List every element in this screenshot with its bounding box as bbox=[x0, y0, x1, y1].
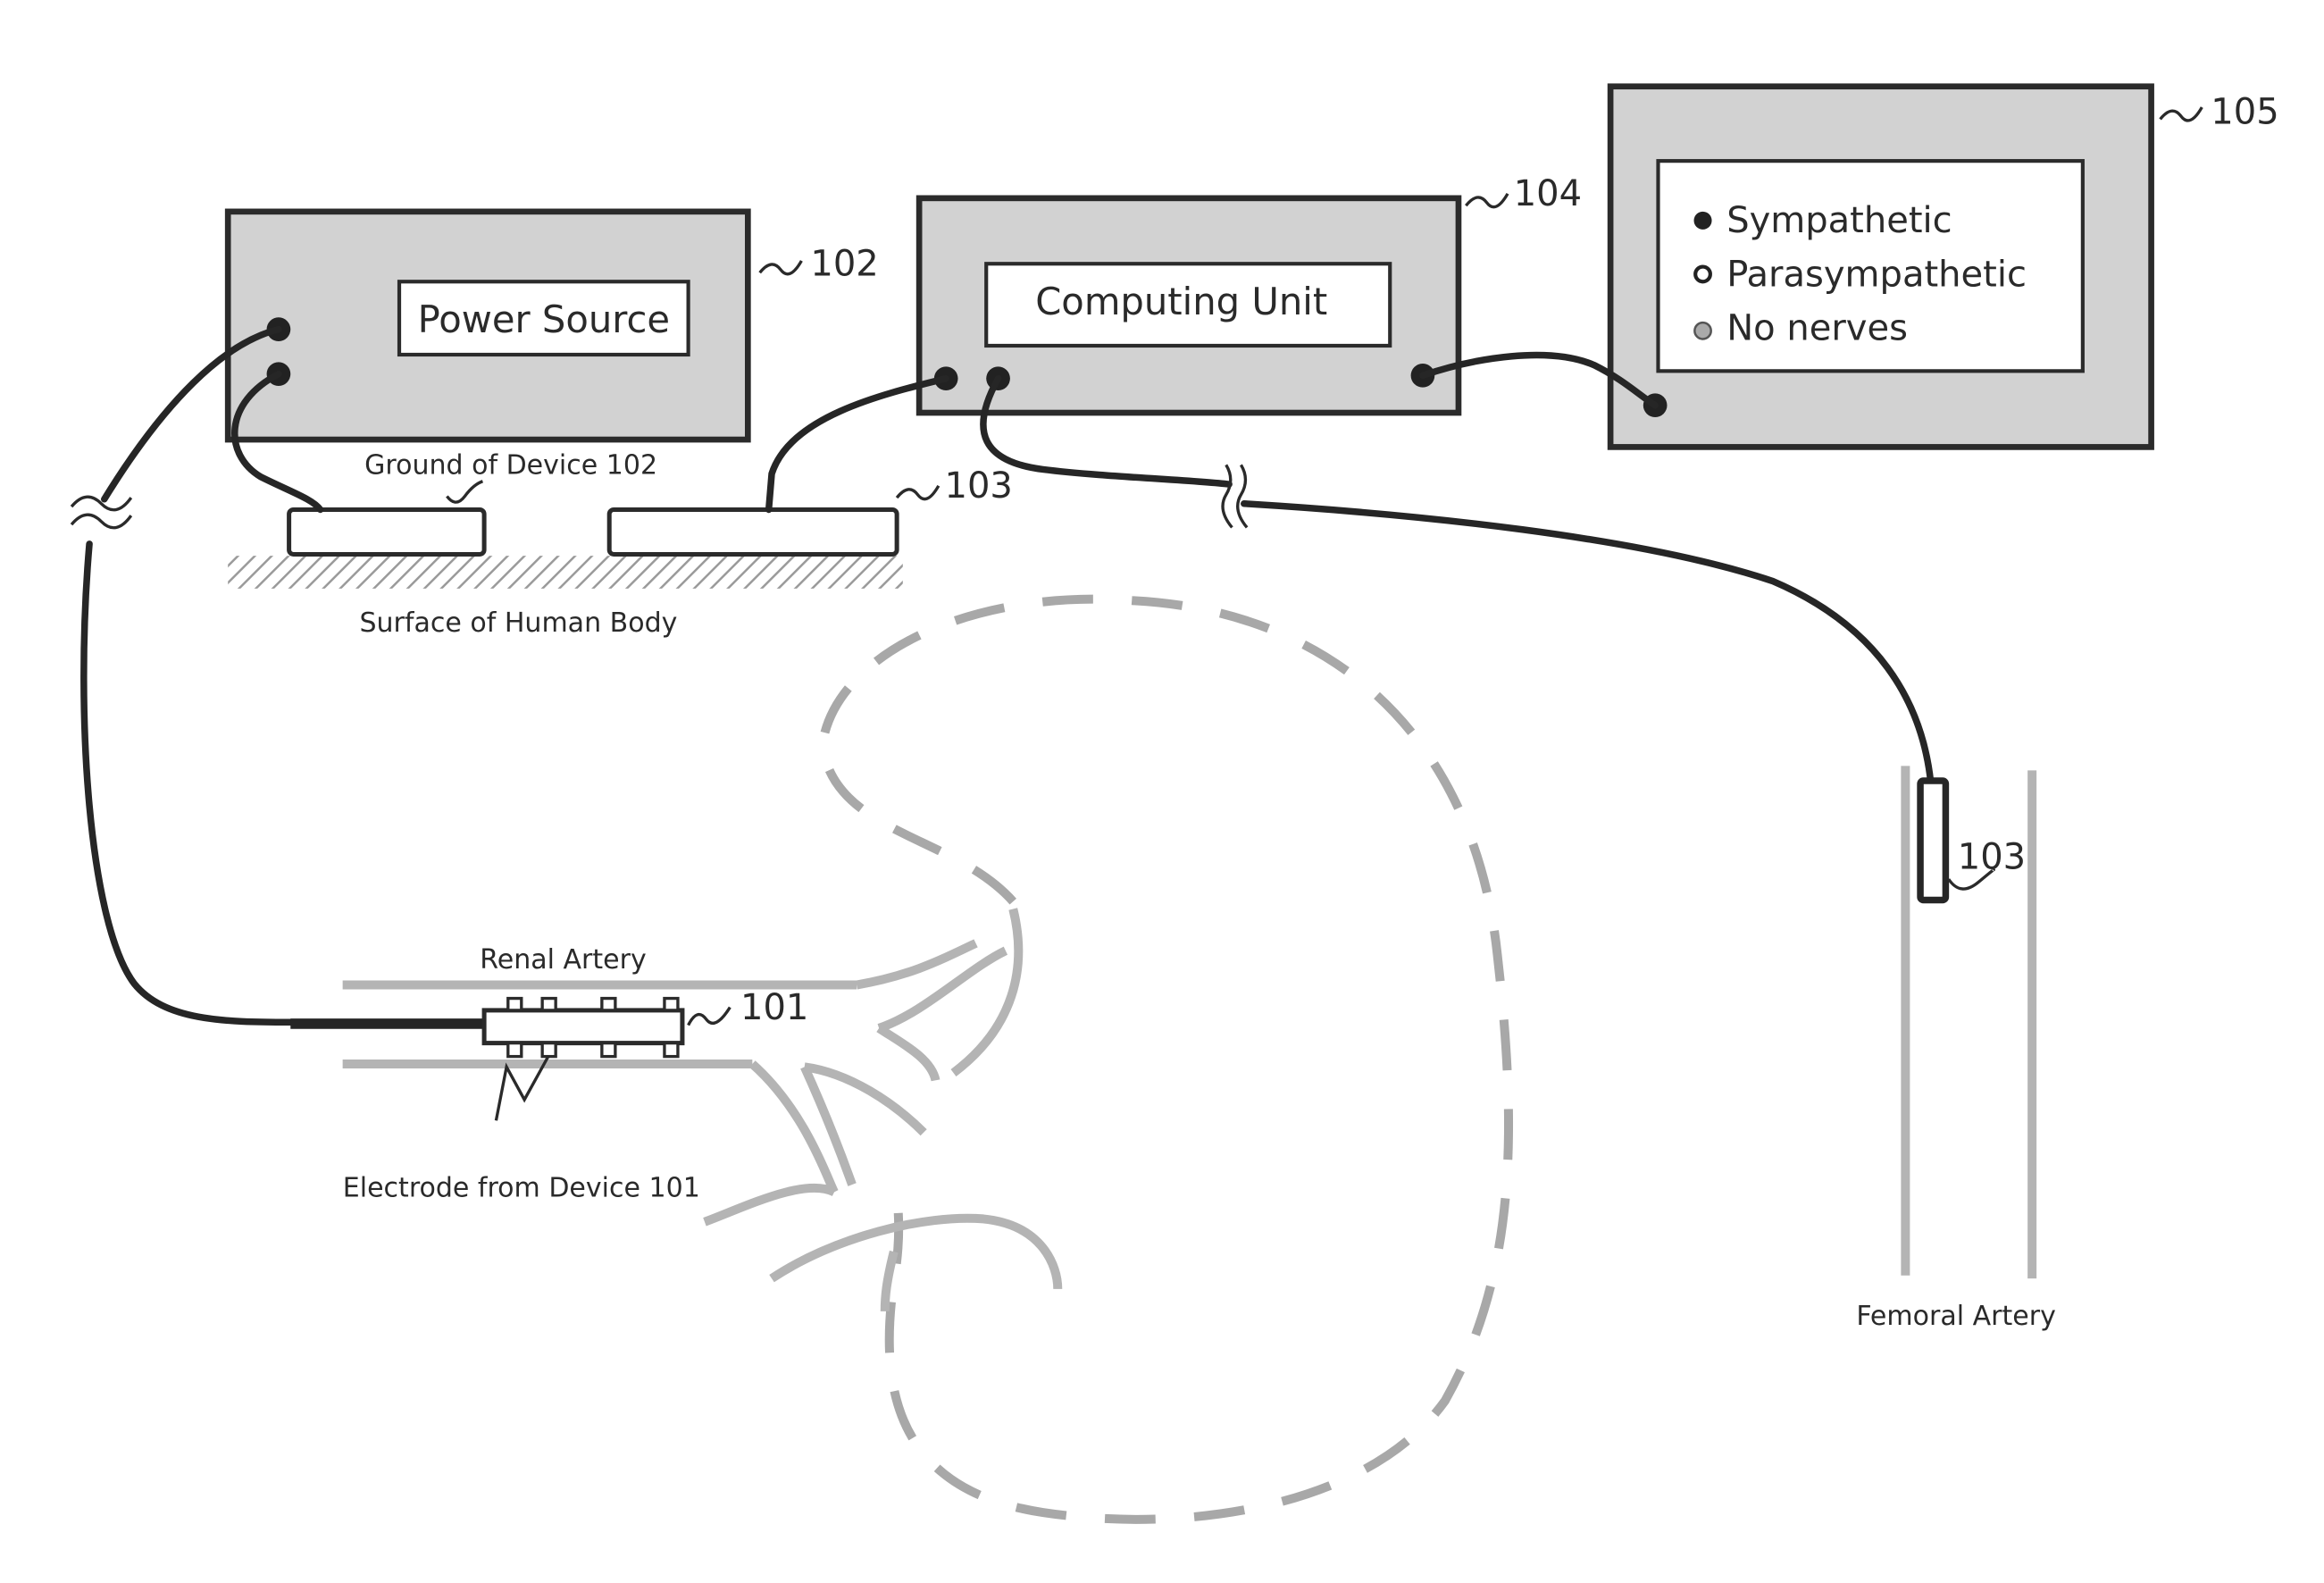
computing-unit-label: Computing Unit bbox=[1035, 280, 1327, 323]
renal-electrode-catheter bbox=[484, 999, 682, 1057]
femoral-artery-label: Femoral Artery bbox=[1856, 1301, 2056, 1332]
wire-break-symbol-2 bbox=[1223, 465, 1247, 527]
renal-artery bbox=[343, 909, 1058, 1311]
ref-101: 101 bbox=[740, 987, 808, 1028]
ref-leader-101 bbox=[689, 1008, 731, 1026]
body-surface-hatch bbox=[228, 556, 903, 589]
reference-pad bbox=[609, 509, 897, 554]
ground-leader bbox=[447, 482, 482, 502]
ref-102: 102 bbox=[810, 244, 878, 285]
renal-artery-label: Renal Artery bbox=[480, 944, 646, 976]
power-source-device: Power Source bbox=[228, 212, 748, 440]
legend-no-nerves-label: No nerves bbox=[1726, 307, 1908, 348]
ground-pad bbox=[289, 509, 485, 554]
ref-leader-pad-103 bbox=[897, 486, 939, 499]
legend-no-nerves-dot bbox=[1694, 322, 1710, 339]
surface-label: Surface of Human Body bbox=[359, 607, 677, 639]
legend-sympathetic-dot bbox=[1694, 212, 1712, 230]
ground-label: Ground of Device 102 bbox=[364, 449, 657, 481]
legend-sympathetic-label: Sympathetic bbox=[1726, 200, 1952, 241]
electrode-label: Electrode from Device 101 bbox=[343, 1172, 700, 1203]
legend-parasympathetic-dot bbox=[1695, 267, 1710, 282]
legend-parasympathetic-label: Parasympathetic bbox=[1726, 254, 2027, 295]
ref-leader-104 bbox=[1466, 194, 1508, 207]
ref-104: 104 bbox=[1514, 173, 1582, 214]
ref-105: 105 bbox=[2211, 91, 2278, 132]
power-source-label: Power Source bbox=[418, 297, 670, 341]
femoral-electrode bbox=[1920, 781, 1945, 900]
ref-femoral-103: 103 bbox=[1958, 836, 2026, 877]
ref-leader-105 bbox=[2161, 107, 2203, 121]
ref-pad-103: 103 bbox=[945, 465, 1013, 507]
ref-leader-102 bbox=[760, 261, 802, 274]
wire-break-symbol-1 bbox=[71, 497, 131, 528]
display-device: Sympathetic Parasympathetic No nerves bbox=[1610, 87, 2151, 448]
